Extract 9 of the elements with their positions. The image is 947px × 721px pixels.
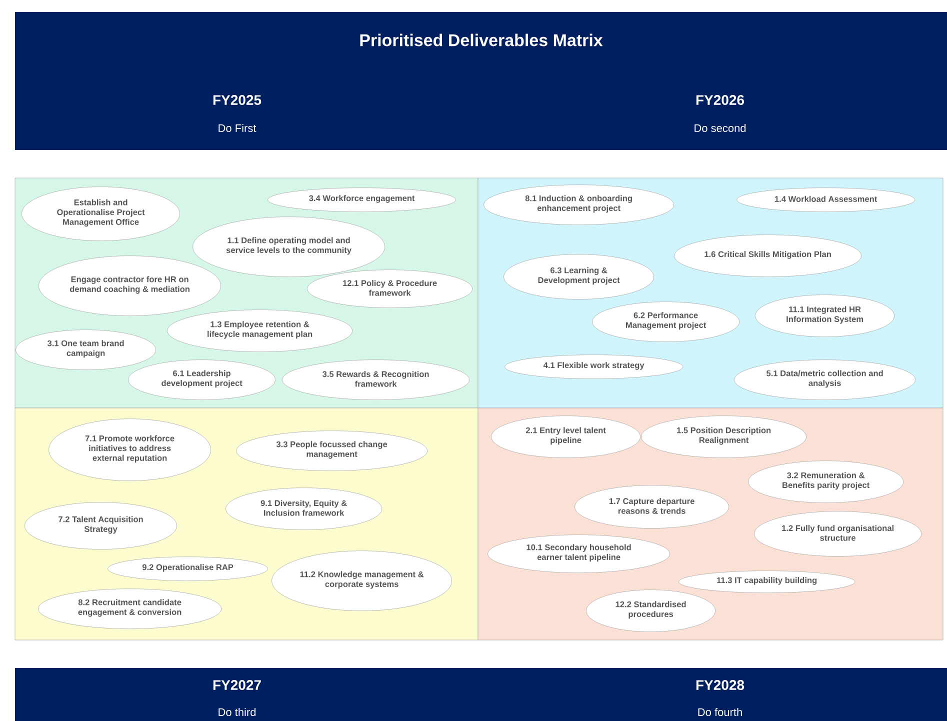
year-heading: FY2028 xyxy=(696,680,744,690)
year-heading: FY2025 xyxy=(213,95,262,105)
title: Prioritised Deliverables Matrix xyxy=(360,34,603,46)
priority-label: Do second xyxy=(694,124,746,132)
year-heading: FY2027 xyxy=(213,680,261,690)
priority-label: Do fourth xyxy=(698,708,742,716)
priority-label: Do third xyxy=(218,708,256,716)
priority-label: Do First xyxy=(218,124,256,132)
year-heading: FY2026 xyxy=(696,95,744,105)
